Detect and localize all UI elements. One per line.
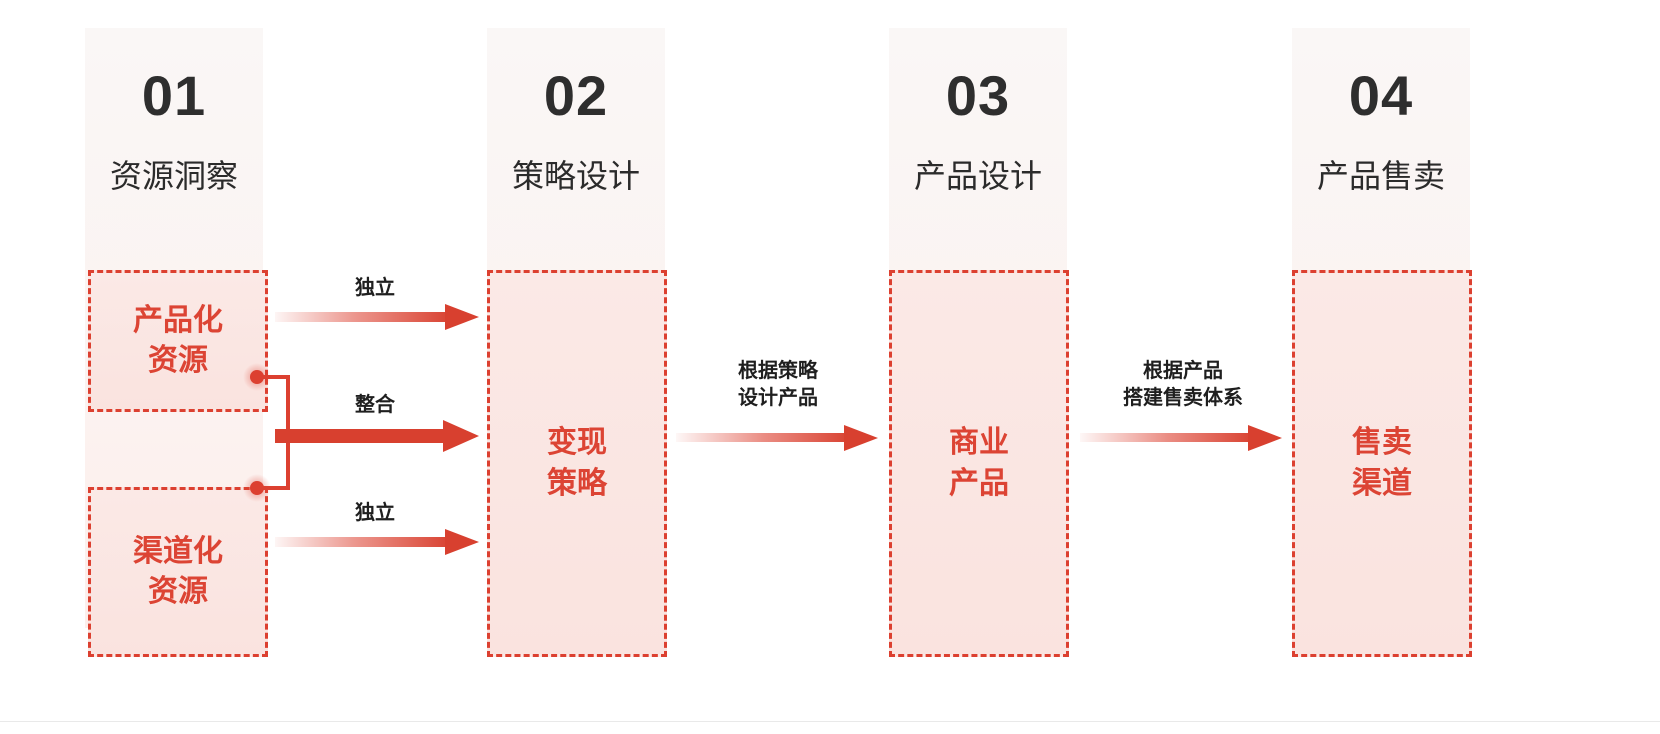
connector-label-product-to-sales: 根据产品 搭建售卖体系 xyxy=(1123,360,1243,409)
node-channelized-resource[interactable]: 渠道化 资源 xyxy=(88,487,268,657)
stage-title-03: 产品设计 xyxy=(913,158,1042,194)
node-label: 商业 产品 xyxy=(949,426,1009,500)
connector-label-independent-bottom: 独立 xyxy=(355,502,395,524)
node-label: 渠道化 资源 xyxy=(133,534,223,609)
stage-number-04: 04 xyxy=(1348,64,1414,127)
node-commercial-product[interactable]: 商业 产品 xyxy=(889,270,1069,657)
arrow-independent-bottom xyxy=(275,525,485,559)
connector-label-strategy-to-product: 根据策略 设计产品 xyxy=(738,360,818,409)
stage-number-01: 01 xyxy=(141,64,207,127)
node-productized-resource[interactable]: 产品化 资源 xyxy=(88,270,268,412)
stage-number-02: 02 xyxy=(543,64,609,127)
node-label: 变现 策略 xyxy=(547,426,607,500)
stage-title-02: 策略设计 xyxy=(511,158,640,194)
connector-label-integrate: 整合 xyxy=(355,394,395,416)
arrow-strategy-to-product xyxy=(676,422,884,454)
arrow-independent-top xyxy=(275,300,485,334)
node-label: 售卖 渠道 xyxy=(1352,426,1412,500)
node-sales-channel[interactable]: 售卖 渠道 xyxy=(1292,270,1472,657)
stage-title-04: 产品售卖 xyxy=(1316,158,1445,194)
node-label: 产品化 资源 xyxy=(133,303,223,378)
node-monetization-strategy[interactable]: 变现 策略 xyxy=(487,270,667,657)
arrow-integrate xyxy=(275,418,485,454)
stage-number-03: 03 xyxy=(945,64,1011,127)
connector-label-independent-top: 独立 xyxy=(355,277,395,299)
bottom-divider xyxy=(0,721,1660,722)
stage-title-01: 资源洞察 xyxy=(109,158,238,194)
arrow-product-to-sales xyxy=(1080,422,1288,454)
